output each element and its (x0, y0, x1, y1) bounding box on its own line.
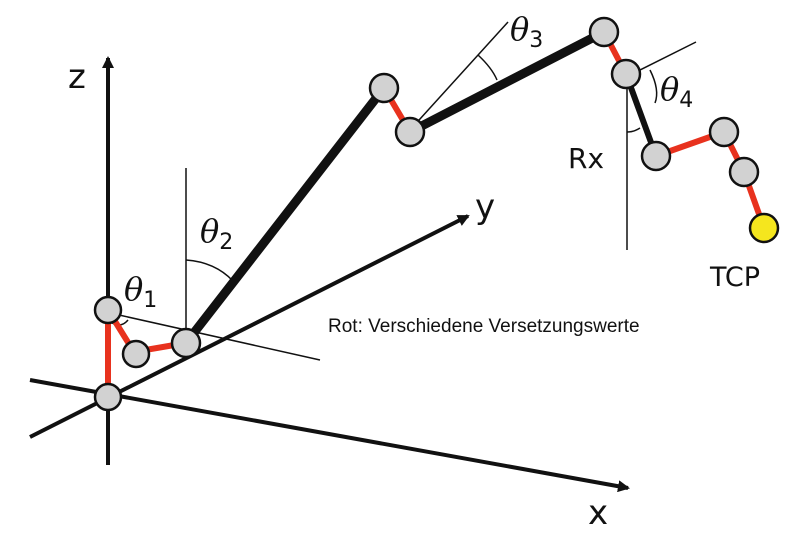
y-axis-label: y (475, 187, 495, 227)
joint-shoulder (170, 327, 202, 359)
theta4-symbol: θ (660, 70, 679, 108)
theta3-symbol: θ (510, 10, 529, 48)
tcp-label: TCP (709, 262, 760, 293)
joint-base-top (93, 295, 123, 325)
z-axis-label: z (68, 57, 86, 97)
theta3-reference-line (409, 21, 509, 131)
joint-elbow-top (368, 72, 400, 104)
joint-wrist2 (640, 140, 672, 172)
theta1-index: 1 (143, 288, 157, 313)
link-upper-arm (181, 83, 389, 348)
offset-link-wrist2 (653, 128, 767, 231)
rx-arc (626, 127, 641, 133)
tcp-point (748, 212, 780, 244)
joint-shoulder-offset (121, 339, 151, 369)
joint-elbow (394, 116, 426, 148)
joint-wrist-top (588, 16, 620, 48)
theta3-label: θ3 (510, 10, 543, 53)
theta2-symbol: θ (200, 212, 219, 250)
theta1-label: θ1 (124, 270, 157, 313)
theta3-arc (477, 54, 498, 81)
theta2-arc (185, 259, 234, 282)
theta1-reference-line (109, 312, 321, 361)
theta2-label: θ2 (200, 212, 233, 255)
link-forearm (405, 27, 609, 137)
joint-origin (93, 382, 123, 412)
x-axis (29, 378, 630, 493)
joint-wrist1 (610, 58, 642, 90)
theta4-index: 4 (679, 88, 693, 113)
joint-wrist3 (708, 116, 740, 148)
theta4-arc (649, 69, 658, 104)
x-axis-label: x (588, 493, 608, 533)
theta1-symbol: θ (124, 270, 143, 308)
joint-flange (728, 156, 760, 188)
theta3-index: 3 (529, 28, 543, 53)
rx-label: Rx (568, 142, 604, 175)
theta4-label: θ4 (660, 70, 693, 113)
theta2-index: 2 (219, 230, 233, 255)
offset-caption: Rot: Verschiedene Versetzungswerte (328, 316, 640, 337)
